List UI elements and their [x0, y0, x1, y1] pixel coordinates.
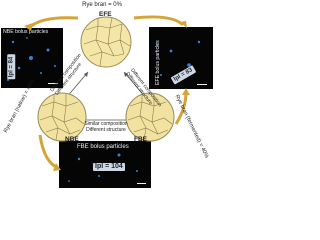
diagram-graphics — [24, 15, 190, 171]
top-title: Rye bran = 0% — [82, 2, 122, 8]
bottom-relation-line2: Different structure — [86, 126, 126, 133]
fbe-circle — [125, 92, 175, 142]
bottom-relation-text: Similar composition Different structure — [82, 121, 130, 133]
arrowhead-fbe-left — [53, 163, 61, 171]
nbe-panel-label: NBE bolus particles — [3, 29, 49, 35]
efe-circle — [80, 16, 132, 68]
connector-efe-fbe — [123, 71, 147, 99]
efe-scale-bar — [197, 84, 207, 85]
fbe-scale-bar — [137, 183, 146, 184]
efe-label: EFE — [99, 11, 112, 18]
fbe-panel-label: FBE bolus particles — [77, 144, 129, 150]
bottom-relation-line1: Similar composition — [84, 121, 128, 127]
curved-arrow-efe-to-efe-panel — [133, 15, 185, 27]
efe-bolus-panel: EFE bolus particles Ipl = 83 — [149, 27, 213, 89]
nbe-scale-bar — [48, 83, 58, 84]
nbe-label: NBE — [65, 136, 79, 143]
nbe-circle — [37, 92, 87, 142]
nbe-particles — [7, 37, 56, 81]
curved-arrow-efe-to-nbe — [28, 16, 79, 29]
arrowhead-efe-panel — [180, 21, 187, 28]
fbe-particles — [68, 153, 138, 182]
fbe-index-badge: Ipl = 104 — [93, 163, 125, 171]
arrowhead-nbe — [24, 23, 33, 31]
efe-particles — [156, 40, 201, 80]
fbe-label: FBE — [134, 136, 147, 143]
figure-root: Rye bran = 0% NBE bolus particles Ipl = … — [0, 0, 215, 189]
arrowhead-efe-right — [182, 88, 190, 95]
fbe-bolus-panel: FBE bolus particles Ipl = 104 — [59, 141, 151, 188]
nbe-bolus-panel: NBE bolus particles Ipl = 84 — [1, 28, 63, 88]
connector-efe-nbe — [65, 71, 89, 99]
